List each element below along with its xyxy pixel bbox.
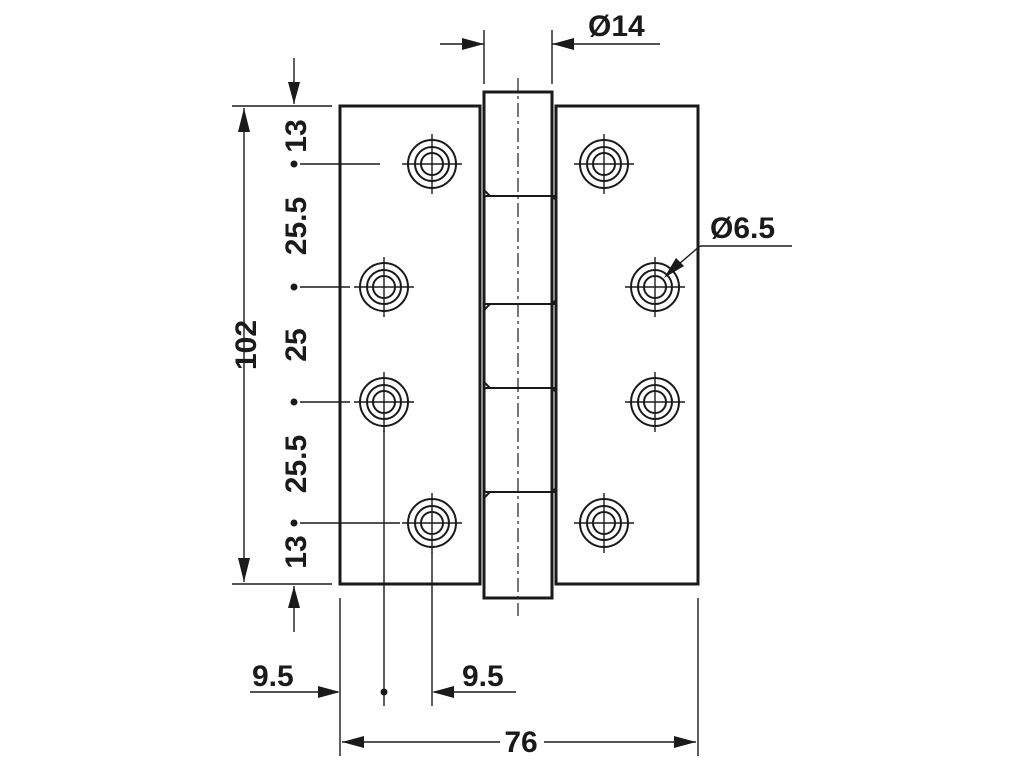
left-leaf — [338, 104, 482, 586]
hole-diameter-dimension: Ø6.5 — [664, 212, 792, 278]
screw-hole — [402, 134, 462, 194]
screw-hole — [574, 493, 634, 553]
spacing-label-upper: 25.5 — [280, 197, 313, 255]
spacing-label-top: 13 — [280, 119, 313, 152]
spacing-label-middle: 25 — [280, 328, 313, 361]
pin-diameter-dimension: Ø14 — [440, 10, 660, 84]
screw-hole — [625, 372, 685, 432]
screw-hole — [354, 257, 414, 317]
screw-hole — [402, 493, 462, 553]
edge-offset-right-label: 9.5 — [462, 660, 504, 693]
right-leaf — [554, 104, 700, 586]
total-height-label: 102 — [230, 320, 263, 370]
knuckle-joints — [483, 189, 557, 499]
edge-offset-dimensions: 9.5 9.5 — [250, 430, 516, 706]
screw-hole — [625, 257, 685, 317]
hinge-body — [338, 78, 700, 616]
hole-diameter-label: Ø6.5 — [710, 212, 775, 245]
screw-hole — [574, 134, 634, 194]
total-height-dimension: 102 — [230, 105, 332, 585]
spacing-label-bottom: 13 — [280, 535, 313, 568]
total-width-dimension: 76 — [339, 598, 699, 759]
spacing-label-lower: 25.5 — [280, 435, 313, 493]
pin-diameter-label: Ø14 — [588, 10, 645, 43]
total-width-label: 76 — [504, 726, 537, 759]
screw-hole — [354, 372, 414, 432]
screw-holes — [354, 134, 685, 553]
edge-offset-left-label: 9.5 — [252, 660, 294, 693]
